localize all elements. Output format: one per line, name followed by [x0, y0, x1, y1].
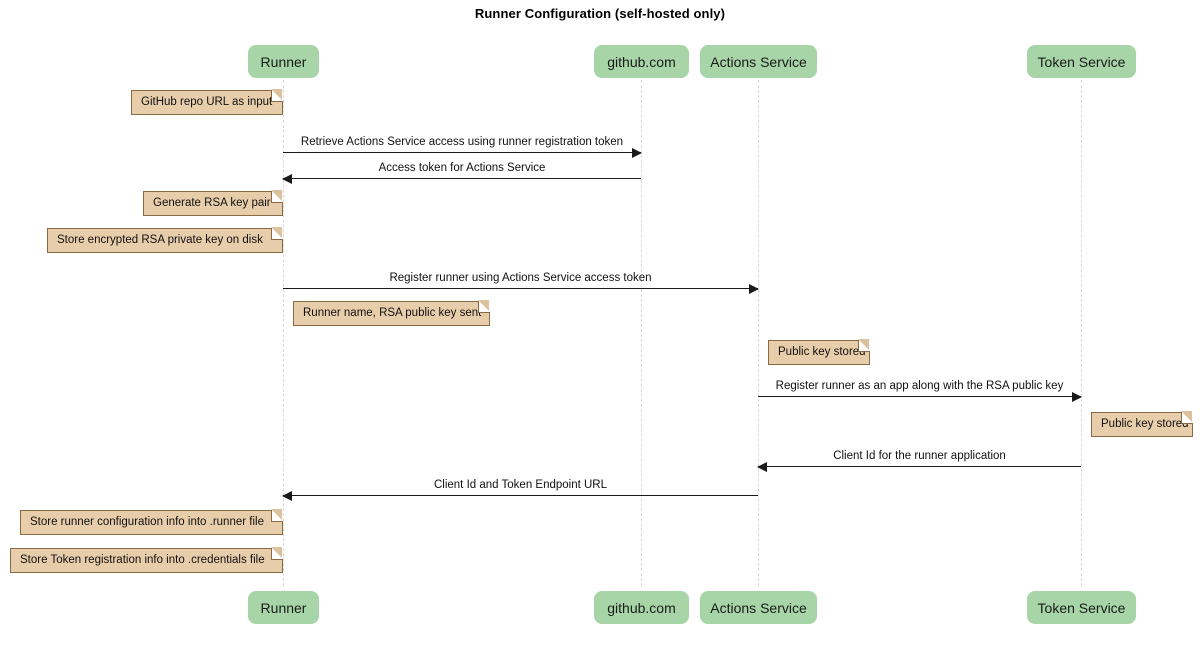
note-fold-icon [271, 509, 283, 522]
lifeline-runner [283, 80, 284, 586]
note-label: GitHub repo URL as input [141, 96, 273, 108]
participant-github-top[interactable]: github.com [594, 45, 689, 78]
note-runner-name-rsa-public-key-sent: Runner name, RSA public key sent [293, 300, 490, 326]
message-arrow-access-token [282, 174, 641, 184]
arrowhead-icon [749, 284, 759, 294]
note-fold-icon [271, 547, 283, 560]
participant-label: Actions Service [710, 53, 807, 70]
message-arrow-register-runner-as-app [758, 392, 1082, 402]
participant-label: github.com [607, 53, 676, 70]
note-store-encrypted-rsa-private-key: Store encrypted RSA private key on disk [47, 227, 283, 253]
participant-label: Token Service [1037, 599, 1126, 616]
note-fold-icon [271, 89, 283, 102]
arrowhead-icon [757, 462, 767, 472]
participant-actions-service-top[interactable]: Actions Service [700, 45, 817, 78]
note-public-key-stored-token: Public key stored [1091, 411, 1193, 437]
message-label-client-id-token-endpoint: Client Id and Token Endpoint URL [433, 479, 608, 491]
participant-label: Token Service [1037, 53, 1126, 70]
note-fold-icon [858, 339, 870, 352]
participant-github-bottom[interactable]: github.com [594, 591, 689, 624]
note-fold-icon [271, 190, 283, 203]
note-store-runner-configuration: Store runner configuration info into .ru… [20, 509, 283, 535]
message-label-register-runner: Register runner using Actions Service ac… [389, 272, 652, 284]
message-arrow-client-id [757, 462, 1081, 472]
message-label-client-id: Client Id for the runner application [833, 450, 1006, 462]
note-label: Runner name, RSA public key sent [303, 307, 482, 319]
participant-label: Runner [260, 599, 307, 616]
note-public-key-stored-actions: Public key stored [768, 339, 870, 365]
lifeline-github [641, 80, 642, 586]
note-store-token-registration: Store Token registration info into .cred… [10, 547, 283, 573]
note-label: Generate RSA key pair [153, 197, 271, 209]
message-arrow-register-runner [283, 284, 759, 294]
page-title: Runner Configuration (self-hosted only) [474, 6, 726, 21]
arrowhead-icon [282, 491, 292, 501]
note-label: Store runner configuration info into .ru… [30, 516, 264, 528]
message-label-register-runner-as-app: Register runner as an app along with the… [775, 380, 1064, 392]
participant-label: github.com [607, 599, 676, 616]
note-fold-icon [271, 227, 283, 240]
arrowhead-icon [632, 148, 642, 158]
note-label: Public key stored [778, 346, 866, 358]
note-fold-icon [1181, 411, 1193, 424]
note-label: Store encrypted RSA private key on disk [57, 234, 263, 246]
note-generate-rsa-key-pair: Generate RSA key pair [143, 190, 283, 216]
message-arrow-retrieve-actions-access [283, 148, 642, 158]
lifeline-token-service [1081, 80, 1082, 586]
arrowhead-icon [1072, 392, 1082, 402]
participant-label: Runner [260, 53, 307, 70]
message-label-access-token: Access token for Actions Service [378, 162, 546, 174]
arrowhead-icon [282, 174, 292, 184]
participant-runner-top[interactable]: Runner [248, 45, 319, 78]
message-label-retrieve-actions-access: Retrieve Actions Service access using ru… [300, 136, 624, 148]
note-label: Public key stored [1101, 418, 1189, 430]
lifeline-actions-service [758, 80, 759, 586]
participant-label: Actions Service [710, 599, 807, 616]
participant-token-service-bottom[interactable]: Token Service [1027, 591, 1136, 624]
participant-actions-service-bottom[interactable]: Actions Service [700, 591, 817, 624]
message-arrow-client-id-token-endpoint [282, 491, 758, 501]
note-fold-icon [478, 300, 490, 313]
participant-runner-bottom[interactable]: Runner [248, 591, 319, 624]
note-github-repo-url: GitHub repo URL as input [131, 89, 283, 115]
participant-token-service-top[interactable]: Token Service [1027, 45, 1136, 78]
note-label: Store Token registration info into .cred… [20, 554, 265, 566]
